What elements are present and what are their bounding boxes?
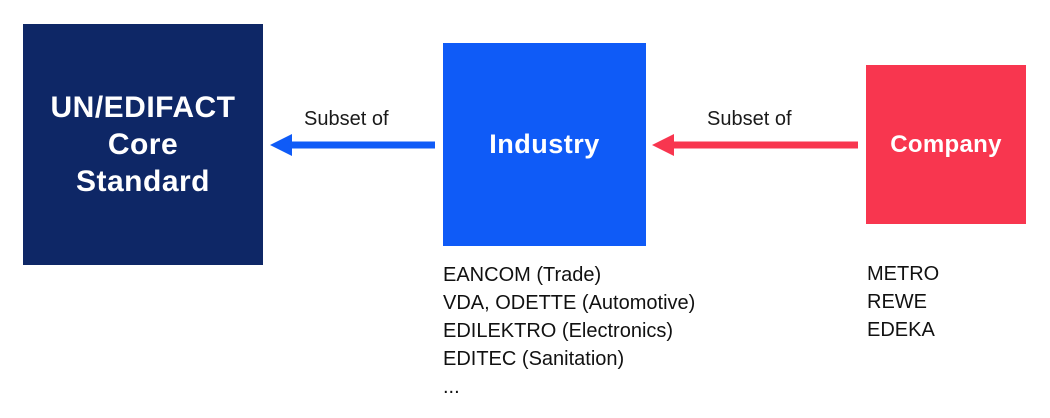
list-item-ellipsis: ... — [443, 376, 460, 398]
company-box-label: Company — [890, 130, 1002, 158]
list-item: EDEKA — [867, 319, 935, 341]
list-item: REWE — [867, 291, 927, 313]
list-item: EDITEC (Sanitation) — [443, 348, 625, 370]
arrow-head-core — [270, 134, 292, 156]
company-box: Company — [866, 65, 1026, 224]
list-item: EDILEKTRO (Electronics) — [443, 320, 674, 342]
core-box-line-1: UN/EDIFACT — [50, 91, 236, 124]
arrow-label-industry-to-core: Subset of — [304, 108, 389, 130]
company-examples-list: METRO REWE EDEKA — [867, 260, 939, 344]
core-box-line-3: Standard — [75, 165, 211, 198]
list-item: EANCOM (Trade) — [443, 264, 602, 286]
arrow-label-company-to-industry: Subset of — [707, 108, 792, 130]
list-item: VDA, ODETTE (Automotive) — [443, 292, 696, 314]
industry-box-label: Industry — [489, 129, 600, 159]
arrow-head-industry — [652, 134, 674, 156]
core-box-line-2: Core — [107, 128, 179, 161]
core-standard-box: UN/EDIFACT Core Standard — [23, 24, 263, 265]
list-item: METRO — [867, 263, 940, 285]
industry-examples-list: EANCOM (Trade) VDA, ODETTE (Automotive) … — [443, 261, 695, 401]
industry-box: Industry — [443, 43, 646, 246]
